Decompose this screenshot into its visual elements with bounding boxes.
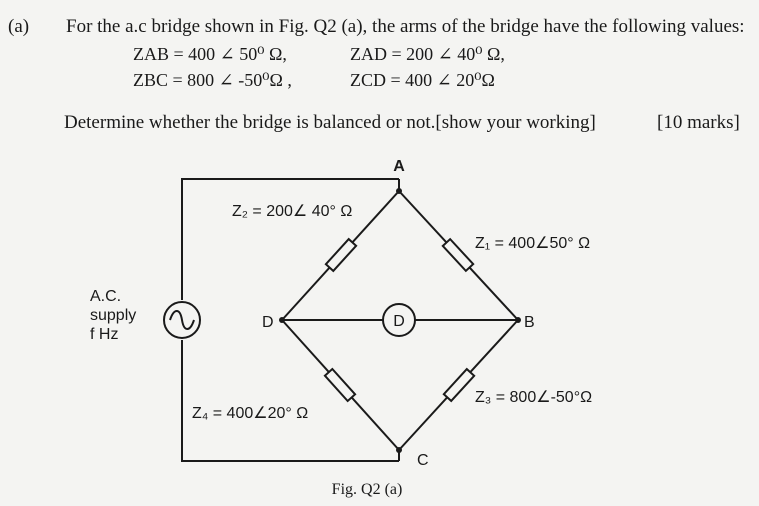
supply-label-line1: A.C. [90,288,121,305]
question-marks: [10 marks] [657,112,740,133]
arm-z4-label: Z₄ = 400∠20° Ω [192,405,308,422]
figure-caption: Fig. Q2 (a) [332,481,403,498]
supply-wire-top [181,178,399,300]
node-d-label: D [262,314,274,331]
supply-label-line3: f Hz [90,326,118,343]
resistor-z3-icon [442,367,476,403]
question-intro: For the a.c bridge shown in Fig. Q2 (a),… [66,16,745,37]
value-zad: ZAD = 200 ∠ 40⁰ Ω, [350,44,505,64]
node-b-label: B [524,314,535,331]
arm-z1-label: Z₁ = 400∠50° Ω [475,235,590,252]
resistor-z1-icon [441,237,475,273]
arm-z3-label: Z₃ = 800∠-50°Ω [475,389,592,406]
node-d-dot [279,317,285,323]
value-zcd: ZCD = 400 ∠ 20⁰Ω [350,70,495,90]
detector-icon [382,303,416,337]
value-zab: ZAB = 400 ∠ 50⁰ Ω, [133,44,287,64]
node-c-label: C [417,452,429,469]
node-b-dot [515,317,521,323]
node-a-dot [396,188,402,194]
node-c-dot [396,447,402,453]
node-a-label: A [393,158,405,175]
supply-wire-bottom [181,340,399,462]
detector-label: D [393,313,405,330]
supply-label-line2: supply [90,307,136,324]
resistor-z4-icon [323,367,357,403]
value-zbc: ZBC = 800 ∠ -50⁰Ω , [133,70,292,90]
sine-wave-icon [169,310,195,330]
question-task: Determine whether the bridge is balanced… [64,112,596,133]
resistor-z2-icon [324,237,358,273]
arm-z2-label: Z₂ = 200∠ 40° Ω [232,203,352,220]
question-label: (a) [8,16,30,37]
